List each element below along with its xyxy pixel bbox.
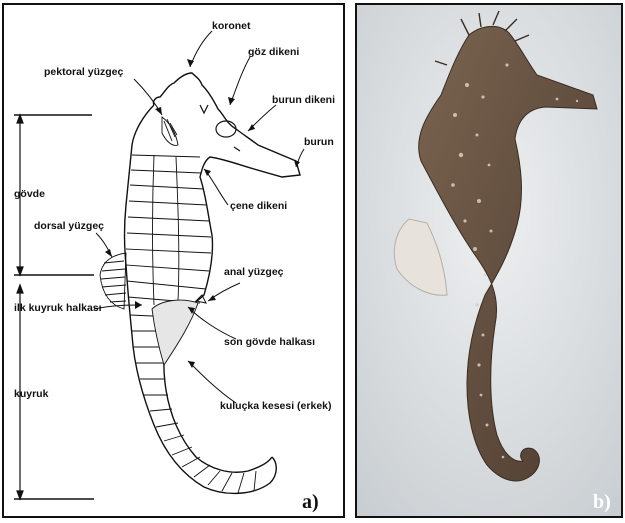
seahorse-diagram: koronet göz dikeni pektoral yüzgeç burun… (4, 5, 347, 520)
panel-b-tag: b) (593, 491, 611, 513)
body-vertical-lines (153, 155, 179, 305)
eye-icon (216, 121, 236, 137)
anal-fin-shape (196, 295, 206, 303)
label-kulucka-kesesi: kuluçka kesesi (erkek) (220, 400, 332, 412)
panel-a-tag: a) (302, 491, 319, 513)
label-anal-yuzgec: anal yüzgeç (224, 266, 284, 278)
label-govde: gövde (14, 188, 45, 200)
label-koronet: koronet (212, 20, 251, 32)
label-son-govde-halkasi: son gövde halkası (224, 336, 315, 348)
label-ilk-kuyruk-halkasi: ilk kuyruk halkası (14, 302, 102, 314)
label-goz-dikeni: göz dikeni (248, 46, 299, 58)
seahorse-photo: b) (357, 5, 623, 518)
label-dorsal-yuzgec: dorsal yüzgeç (34, 220, 104, 232)
panel-a-diagram: koronet göz dikeni pektoral yüzgeç burun… (2, 3, 345, 518)
panel-b-photo: b) (355, 3, 623, 518)
label-burun: burun (304, 136, 334, 148)
pectoral-fin-shape (162, 117, 178, 145)
label-pektoral-yuzgec: pektoral yüzgeç (44, 66, 124, 78)
arrow-heads (105, 59, 300, 368)
dorsal-fin-shape (100, 253, 126, 309)
label-kuyruk: kuyruk (14, 388, 49, 400)
label-burun-dikeni: burun dikeni (272, 94, 335, 106)
label-cene-dikeni: çene dikeni (230, 200, 287, 212)
